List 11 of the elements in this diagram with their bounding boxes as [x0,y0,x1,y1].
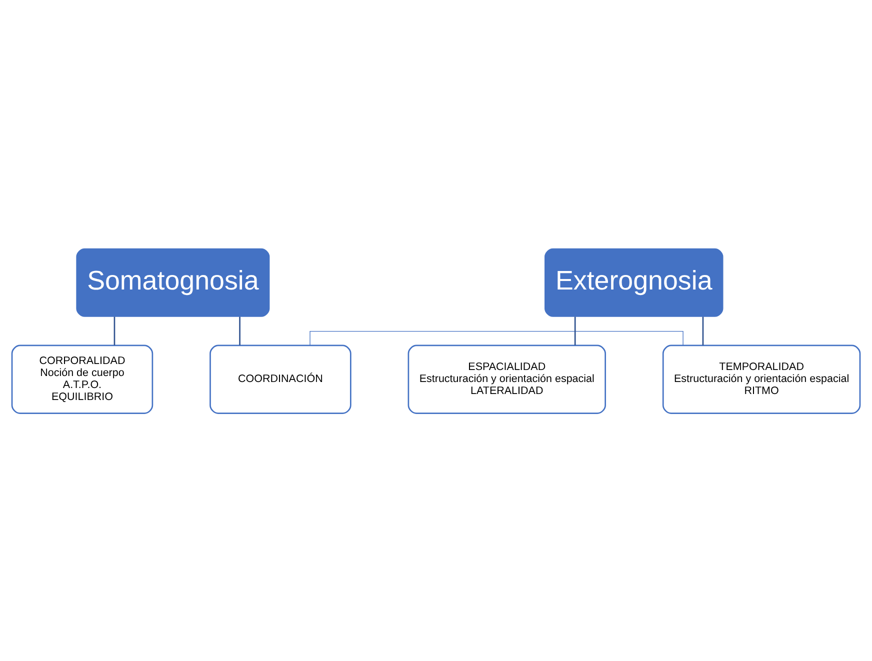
node-box: Somatognosia [76,248,270,316]
node-box: Exterognosia [544,248,724,316]
node-box: TEMPORALIDAD Estructuración y orientación espacial RITMO [662,344,861,414]
connector [239,316,240,345]
node-box: CORPORALIDAD Noción de cuerpo A.T.P.O. EQUILIBRIO [11,344,154,414]
connector [702,316,704,345]
node-box: ESPACIALIDAD Estructuración y orientación espacial LATERALIDAD [408,344,606,414]
connector [114,316,116,345]
connector [574,316,576,345]
connector [310,330,684,346]
node-box: COORDINACIÓN [210,344,352,414]
